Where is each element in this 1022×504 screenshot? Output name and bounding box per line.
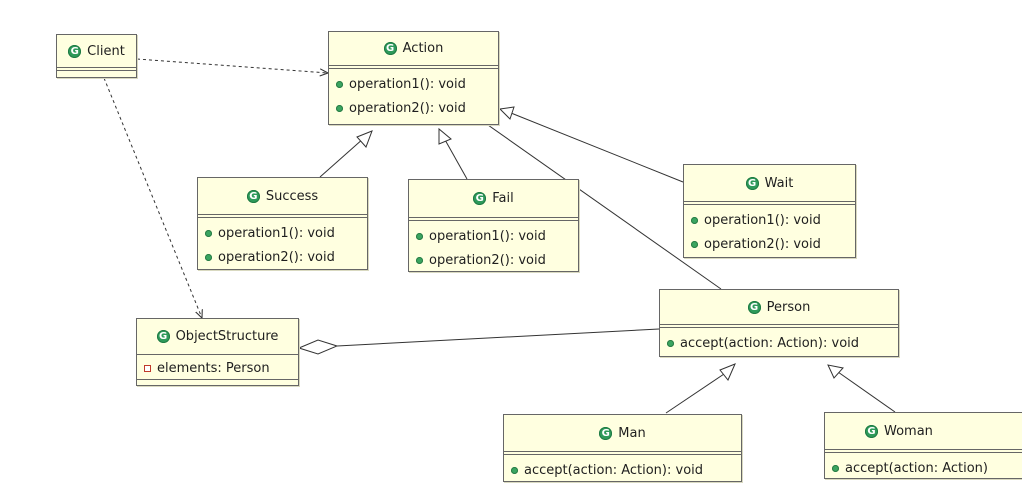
generalization-woman-person-head bbox=[827, 364, 844, 379]
generalization-wait-action-line bbox=[510, 112, 684, 183]
public-method-icon bbox=[336, 80, 343, 88]
method-signature: operation1(): void bbox=[218, 225, 335, 241]
method-signature: accept(action: Action): void bbox=[524, 462, 704, 478]
class-name: Client bbox=[87, 43, 125, 59]
class-client[interactable]: G Client bbox=[56, 34, 137, 78]
class-icon: G bbox=[747, 300, 761, 314]
generalization-man-person-line bbox=[665, 371, 728, 414]
generalization-person-action bbox=[487, 124, 722, 290]
public-method-icon bbox=[667, 339, 674, 347]
compartment-divider bbox=[57, 67, 136, 71]
class-person[interactable]: G Person accept(action: Action): void bbox=[659, 289, 899, 357]
class-icon: G bbox=[383, 42, 397, 55]
class-icon: G bbox=[68, 44, 82, 58]
class-icon: G bbox=[156, 330, 170, 343]
public-method-icon bbox=[691, 216, 698, 224]
compartment-divider bbox=[504, 451, 741, 455]
class-name: ObjectStructure bbox=[175, 329, 279, 344]
method-row: operation1(): void bbox=[416, 224, 572, 248]
class-name: Man bbox=[618, 425, 646, 441]
generalization-fail-action-head bbox=[438, 127, 452, 145]
method-signature: operation1(): void bbox=[349, 76, 466, 92]
class-icon: G bbox=[473, 192, 487, 205]
method-signature: operation2(): void bbox=[218, 249, 335, 265]
generalization-success-action-head bbox=[356, 130, 373, 148]
public-method-icon bbox=[511, 466, 518, 474]
class-action-header: G Action bbox=[329, 32, 498, 65]
method-signature: operation2(): void bbox=[349, 100, 466, 116]
generalization-success-action-line bbox=[319, 137, 365, 178]
public-method-icon bbox=[691, 240, 698, 248]
method-row: operation2(): void bbox=[691, 232, 849, 256]
class-icon: G bbox=[246, 189, 260, 203]
class-man[interactable]: G Man accept(action: Action): void bbox=[503, 414, 742, 482]
compartment-divider bbox=[137, 379, 298, 380]
dependency-client-action bbox=[136, 58, 328, 73]
method-row: accept(action: Action) bbox=[832, 456, 1016, 478]
public-method-icon bbox=[336, 104, 343, 112]
class-woman[interactable]: G Woman accept(action: Action) bbox=[824, 412, 1022, 479]
class-success[interactable]: G Success operation1(): void operation2(… bbox=[197, 177, 368, 270]
field-signature: elements: Person bbox=[157, 360, 270, 376]
compartment-divider bbox=[329, 65, 498, 69]
method-row: accept(action: Action): void bbox=[667, 331, 892, 355]
class-fail[interactable]: G Fail operation1(): void operation2(): … bbox=[408, 179, 579, 272]
compartment-divider bbox=[660, 324, 898, 328]
class-name: Woman bbox=[884, 423, 933, 439]
compartment-divider bbox=[198, 214, 367, 218]
compartment-divider bbox=[409, 217, 578, 221]
class-objectstructure-header: G ObjectStructure bbox=[137, 319, 298, 354]
public-method-icon bbox=[205, 229, 212, 237]
compartment-divider bbox=[684, 201, 855, 205]
class-name: Person bbox=[766, 299, 811, 315]
public-method-icon bbox=[832, 464, 839, 472]
method-row: operation1(): void bbox=[691, 208, 849, 232]
class-client-header: G Client bbox=[57, 35, 136, 67]
class-wait-header: G Wait bbox=[684, 165, 855, 201]
class-name: Action bbox=[402, 41, 444, 56]
class-woman-header: G Woman bbox=[825, 413, 1022, 449]
generalization-man-person-head bbox=[719, 363, 736, 381]
method-row: operation2(): void bbox=[336, 96, 492, 120]
generalization-wait-action-head bbox=[498, 106, 515, 120]
generalization-fail-action-line bbox=[443, 137, 468, 180]
class-person-header: G Person bbox=[660, 290, 898, 324]
dependency-client-objectstructure bbox=[103, 77, 202, 318]
method-row: operation1(): void bbox=[336, 72, 492, 96]
method-signature: operation1(): void bbox=[704, 212, 821, 228]
field-row: elements: Person bbox=[144, 357, 292, 379]
public-method-icon bbox=[205, 253, 212, 261]
method-row: operation1(): void bbox=[205, 221, 361, 245]
class-icon: G bbox=[599, 426, 613, 440]
method-signature: operation2(): void bbox=[429, 252, 546, 268]
public-method-icon bbox=[416, 256, 423, 264]
method-row: accept(action: Action): void bbox=[511, 458, 735, 482]
private-field-icon bbox=[144, 364, 151, 372]
class-man-header: G Man bbox=[504, 415, 741, 451]
class-action[interactable]: G Action operation1(): void operation2()… bbox=[328, 31, 499, 125]
generalization-woman-person-line bbox=[837, 371, 896, 413]
compartment-divider bbox=[825, 449, 1022, 453]
public-method-icon bbox=[416, 232, 423, 240]
method-signature: operation1(): void bbox=[429, 228, 546, 244]
method-row: operation2(): void bbox=[416, 248, 572, 272]
aggregation-objectstructure-person-line bbox=[336, 328, 660, 347]
class-success-header: G Success bbox=[198, 178, 367, 214]
class-name: Fail bbox=[492, 191, 514, 206]
class-name: Wait bbox=[764, 175, 794, 191]
class-wait[interactable]: G Wait operation1(): void operation2(): … bbox=[683, 164, 856, 258]
class-icon: G bbox=[745, 176, 759, 190]
compartment-divider bbox=[137, 354, 298, 355]
aggregation-diamond bbox=[297, 339, 339, 355]
class-name: Success bbox=[265, 188, 319, 204]
method-signature: operation2(): void bbox=[704, 236, 821, 252]
class-objectstructure[interactable]: G ObjectStructure elements: Person bbox=[136, 318, 299, 386]
method-row: operation2(): void bbox=[205, 245, 361, 269]
method-signature: accept(action: Action): void bbox=[680, 335, 860, 351]
class-icon: G bbox=[865, 424, 878, 438]
class-fail-header: G Fail bbox=[409, 180, 578, 217]
method-signature: accept(action: Action) bbox=[845, 460, 988, 476]
